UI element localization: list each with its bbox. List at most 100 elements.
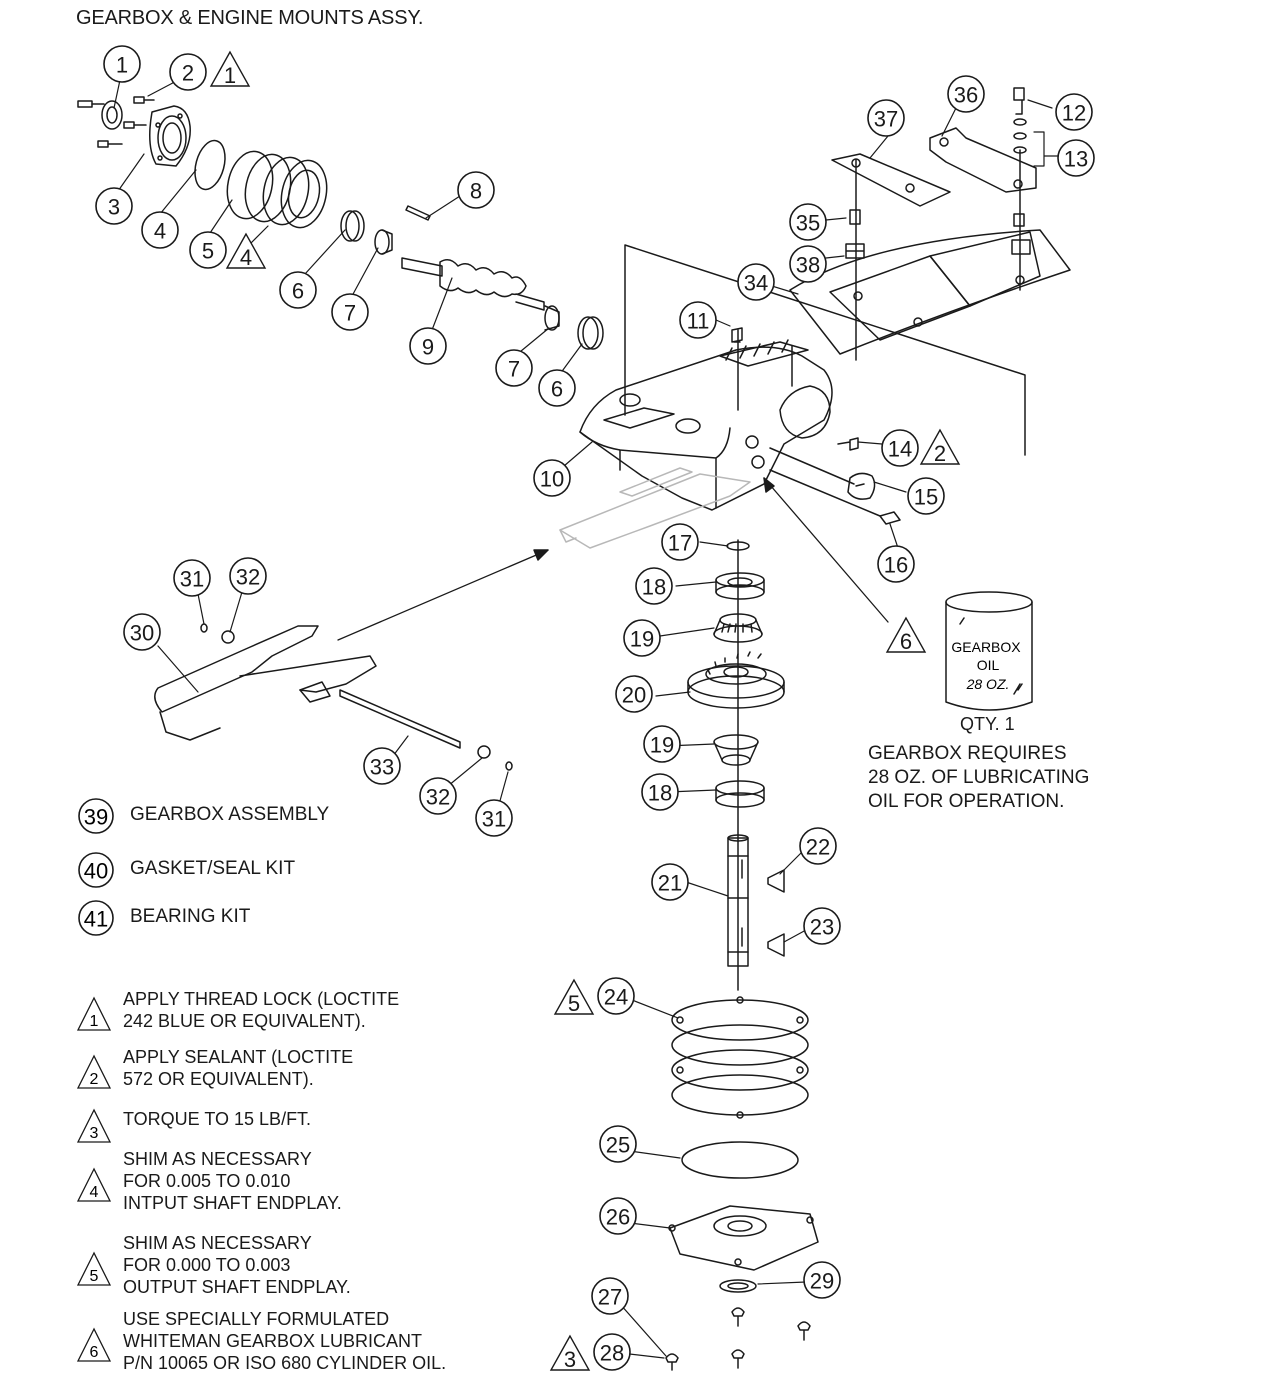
shift-rod <box>339 689 461 749</box>
kit-item: 41 BEARING KIT <box>78 900 478 936</box>
svg-text:5: 5 <box>568 991 580 1016</box>
callout-23: 23 <box>803 907 841 945</box>
svg-text:5: 5 <box>90 1268 99 1285</box>
spacer-icon <box>849 209 861 225</box>
diagram-title: GEARBOX & ENGINE MOUNTS ASSY. <box>76 7 424 29</box>
callout-14: 14 <box>881 429 919 467</box>
callout-31: 31 <box>173 559 211 597</box>
callout-number: 34 <box>744 271 768 296</box>
callout-number: 30 <box>130 621 154 646</box>
callout-number: 28 <box>600 1341 624 1366</box>
svg-text:6: 6 <box>900 629 912 654</box>
kit-label: BEARING KIT <box>130 906 251 927</box>
bolt-icon <box>1013 87 1025 115</box>
callout-number: 38 <box>796 253 820 278</box>
callout-32: 32 <box>419 777 457 815</box>
callout-number: 21 <box>658 871 682 896</box>
callout-7: 7 <box>331 293 369 331</box>
oil-can-label: GEARBOX OIL 28 OZ. <box>951 639 1021 692</box>
callout-number: 33 <box>370 755 394 780</box>
callout-2: 2 <box>169 53 207 91</box>
note-text: SHIM AS NECESSARY FOR 0.005 TO 0.010 INT… <box>123 1149 342 1213</box>
callout-number: 37 <box>874 107 898 132</box>
callout-number: 18 <box>642 575 666 600</box>
callout-30: 30 <box>123 613 161 651</box>
svg-text:6: 6 <box>90 1344 99 1361</box>
kit-number: 39 <box>84 805 108 830</box>
bearing-cup <box>715 572 765 600</box>
svg-text:2: 2 <box>934 441 946 466</box>
callout-number: 2 <box>182 61 194 86</box>
callout-number: 32 <box>236 565 260 590</box>
callout-number: 19 <box>630 627 654 652</box>
callout-37: 37 <box>867 99 905 137</box>
svg-text:4: 4 <box>90 1184 99 1201</box>
callout-number: 4 <box>154 219 166 244</box>
callout-number: 13 <box>1064 147 1088 172</box>
bearing-cup <box>340 210 360 242</box>
caution-triangle-icon: 2 <box>919 428 961 466</box>
note-triangle-icon: 2 <box>76 1054 112 1089</box>
note-text: APPLY SEALANT (LOCTITE 572 OR EQUIVALENT… <box>123 1047 354 1089</box>
callout-number: 15 <box>914 485 938 510</box>
callout-34: 34 <box>737 263 775 301</box>
callout-9: 9 <box>409 327 447 365</box>
callout-number: 27 <box>598 1285 622 1310</box>
svg-text:2: 2 <box>90 1071 99 1088</box>
callout-33: 33 <box>363 747 401 785</box>
kit-label: GEARBOX ASSEMBLY <box>130 804 330 825</box>
callout-16: 16 <box>877 545 915 583</box>
bearing-cup <box>715 780 765 808</box>
mount-bracket-36 <box>929 127 1037 193</box>
caution-triangle-icon: 5 <box>553 978 595 1016</box>
input-flange <box>149 105 191 167</box>
svg-text:4: 4 <box>240 245 252 270</box>
kit-number: 40 <box>84 859 108 884</box>
callout-18: 18 <box>641 773 679 811</box>
gearbox-housing <box>579 339 833 511</box>
isolator-icon <box>845 243 865 259</box>
callout-27: 27 <box>591 1277 629 1315</box>
o-ring <box>194 139 226 191</box>
callout-22: 22 <box>799 827 837 865</box>
oil-qty: QTY. 1 <box>960 714 1015 734</box>
callout-31: 31 <box>475 799 513 837</box>
engine-mount-plate <box>789 229 1071 355</box>
screw-icon <box>837 437 859 451</box>
bearing-cup <box>577 316 599 350</box>
callout-number: 26 <box>606 1205 630 1230</box>
callout-number: 24 <box>604 985 628 1010</box>
svg-text:3: 3 <box>564 1347 576 1372</box>
fill-plug-icon <box>847 472 876 500</box>
callout-number: 32 <box>426 785 450 810</box>
callout-36: 36 <box>947 75 985 113</box>
output-o-ring <box>681 1141 799 1179</box>
callout-15: 15 <box>907 477 945 515</box>
breather-icon <box>731 327 743 343</box>
gasket-shim-stack <box>671 996 809 1119</box>
note-triangle-icon: 6 <box>76 1327 112 1362</box>
callout-4: 4 <box>141 211 179 249</box>
svg-text:1: 1 <box>224 63 236 88</box>
ghost-shift-fork <box>559 467 751 549</box>
callout-number: 3 <box>108 195 120 220</box>
oil-requirement: GEARBOX REQUIRES 28 OZ. OF LUBRICATING O… <box>868 743 1090 812</box>
callout-25: 25 <box>599 1125 637 1163</box>
callout-24: 24 <box>597 977 635 1015</box>
callout-number: 18 <box>648 781 672 806</box>
callout-19: 19 <box>623 619 661 657</box>
kit-number-badge: 41 <box>78 900 114 936</box>
note-triangle-icon: 3 <box>76 1108 112 1143</box>
kit-item: 39 GEARBOX ASSEMBLY <box>78 798 478 834</box>
callout-number: 23 <box>810 915 834 940</box>
callout-number: 9 <box>422 335 434 360</box>
callout-number: 6 <box>292 279 304 304</box>
svg-text:3: 3 <box>90 1125 99 1142</box>
callout-21: 21 <box>651 863 689 901</box>
callout-number: 31 <box>180 567 204 592</box>
callout-number: 22 <box>806 835 830 860</box>
drain-plug-icon <box>879 511 901 525</box>
kit-number-badge: 40 <box>78 852 114 888</box>
callout-38: 38 <box>789 245 827 283</box>
